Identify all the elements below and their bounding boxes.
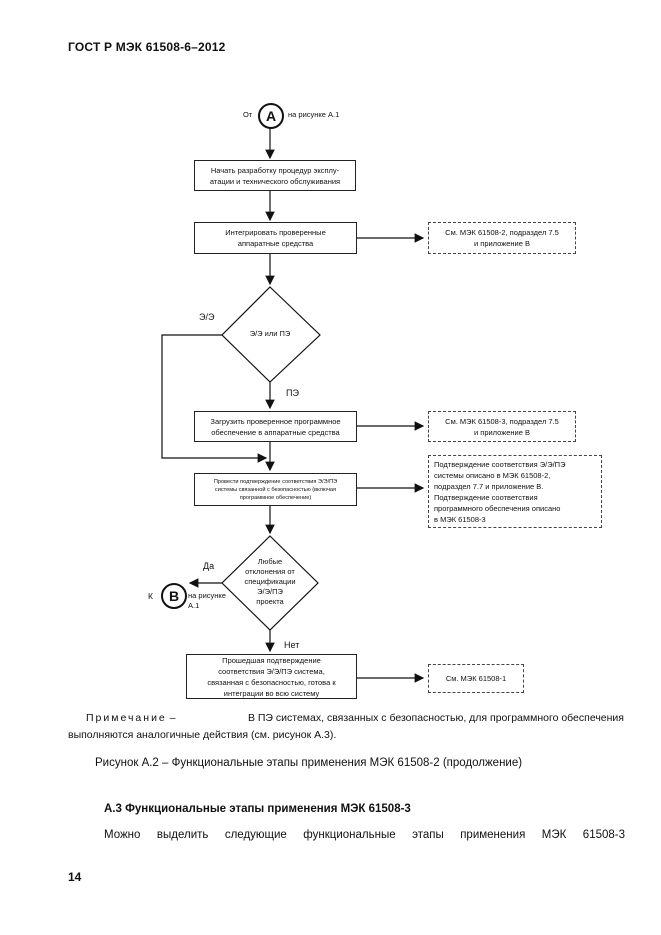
note4-line4: Подтверждение соответствия — [434, 492, 538, 502]
note4-line3: подраздел 7.7 и приложение В. — [434, 481, 544, 491]
decision2-line1: Любые — [257, 557, 283, 566]
note-dash: – — [169, 712, 176, 724]
step-start-procedures: Начать разработку процедур эксплу-атации… — [194, 160, 356, 191]
step5-line3: связанная с безопасностью, готова к — [207, 677, 336, 687]
note-validation-references: Подтверждение соответствия Э/Э/ПЭ систем… — [428, 455, 602, 528]
step-validate-system: Провести подтверждение соответствия Э/Э/… — [194, 473, 357, 506]
decision2-line4: Э/Э/ПЭ — [257, 587, 283, 596]
note4-line1: Подтверждение соответствия Э/Э/ПЭ — [434, 459, 566, 469]
note5-text: См. МЭК 61508-1 — [445, 674, 507, 683]
ee-branch-label: Э/Э — [199, 312, 215, 322]
from-suffix: на рисунке А.1 — [288, 110, 340, 119]
note-iec-61508-1: См. МЭК 61508-1 — [428, 664, 524, 693]
step2-line2: аппаратные средства — [237, 239, 314, 248]
note4-line6: в МЭК 61508-3 — [434, 514, 486, 524]
to-prefix: К — [148, 591, 153, 601]
step4-line3: программное обеспечение) — [239, 494, 312, 501]
note-text-line2: выполняются аналогичные действия (см. ри… — [68, 729, 337, 741]
connector-a: A — [258, 103, 284, 129]
connector-b: B — [161, 583, 187, 609]
connector-b-letter: B — [168, 588, 180, 604]
figure-caption: Рисунок А.2 – Функциональные этапы приме… — [95, 757, 523, 769]
arrow-ee-bypass — [161, 334, 268, 463]
note3-line2: и приложение В — [473, 427, 531, 437]
connector-a-letter: A — [265, 108, 277, 124]
figure-note-line1: Примечание – В ПЭ системах, связанных с … — [68, 710, 624, 727]
note4-line2: системы описано в МЭК 61508-2, — [434, 470, 551, 480]
to-suffix-line1: на рисунке — [188, 591, 226, 600]
step3-line1: Загрузить проверенное программное — [210, 416, 341, 426]
figure-note: Примечание – В ПЭ системах, связанных с … — [68, 710, 624, 744]
pe-branch-label: ПЭ — [286, 388, 299, 398]
section-heading: А.3 Функциональные этапы применения МЭК … — [104, 803, 411, 815]
step5-line2: соответствия Э/Э/ПЭ система, — [218, 666, 325, 676]
decision2-line3: спецификации — [244, 577, 296, 586]
body-text-line: Можно выделить следующие функциональные … — [104, 829, 625, 841]
step4-line1: Провести подтверждение соответствия Э/Э/… — [213, 478, 338, 485]
to-suffix-line2: А.1 — [188, 601, 200, 610]
decision2-line5: проекта — [256, 597, 284, 606]
step-validated-system-ready: Прошедшая подтверждение соответствия Э/Э… — [186, 654, 357, 699]
yes-branch-label: Да — [203, 561, 215, 571]
from-prefix: От — [243, 110, 253, 119]
note-text-line1: В ПЭ системах, связанных с безопасностью… — [247, 712, 624, 724]
note4-line5: программного обеспечения описано — [434, 503, 561, 513]
step-integrate-hardware: Интегрировать проверенные аппаратные сред… — [194, 222, 357, 254]
note-iec-61508-2-7-5: См. МЭК 61508-2, подраздел 7.5 и приложен… — [428, 222, 576, 254]
decision1-label: Э/Э или ПЭ — [249, 329, 291, 338]
page-number: 14 — [68, 870, 82, 884]
standard-header: ГОСТ Р МЭК 61508-6–2012 — [68, 40, 226, 54]
step3-line2: обеспечение в аппаратные средства — [211, 427, 340, 437]
step5-line1: Прошедшая подтверждение — [222, 655, 321, 665]
decision2-label: Любые отклонения от спецификации Э/Э/ПЭ … — [234, 557, 306, 607]
note-label: Примечание — [86, 712, 167, 724]
to-suffix: на рисунке А.1 — [188, 591, 226, 611]
step1-line2: атации и технического обслуживания — [209, 176, 341, 186]
step4-line2: системы связанной с безопасностью (включ… — [214, 486, 337, 493]
step5-line4: интеграции во всю систему — [223, 688, 320, 698]
note2-line1: См. МЭК 61508-2, подраздел 7.5 — [445, 228, 559, 237]
decision2-line2: отклонения от — [245, 567, 295, 576]
step2-line1: Интегрировать проверенные — [225, 228, 326, 237]
no-branch-label: Нет — [284, 640, 300, 650]
note3-line1: См. МЭК 61508-3, подраздел 7.5 — [445, 416, 559, 426]
step1-line1: Начать разработку процедур эксплу- — [210, 165, 340, 175]
note2-line2: и приложение В — [473, 239, 531, 248]
